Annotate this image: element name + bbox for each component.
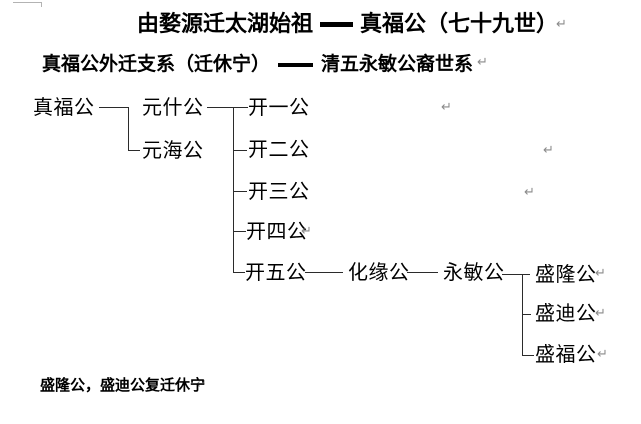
paragraph-mark: ↵ bbox=[543, 143, 554, 158]
connector-line bbox=[407, 272, 438, 273]
document-title: 由婺源迁太湖始祖 真福公（七十九世） bbox=[137, 11, 558, 37]
tree-node-yongmingong: 永敏公 bbox=[443, 262, 505, 284]
tree-node-yuanhaigong: 元海公 bbox=[142, 140, 204, 162]
tree-node-yuanshigong: 元什公 bbox=[142, 97, 204, 119]
paragraph-mark: ↵ bbox=[524, 185, 535, 200]
connector-line bbox=[305, 272, 343, 273]
tree-node-shengfugong: 盛福公 bbox=[535, 344, 597, 366]
connector-line bbox=[522, 355, 534, 356]
text-boundary-mark bbox=[13, 2, 42, 3]
paragraph-mark: ↵ bbox=[597, 347, 608, 362]
paragraph-mark: ↵ bbox=[441, 100, 452, 115]
connector-line bbox=[522, 274, 523, 356]
connector-line bbox=[128, 107, 129, 151]
tree-node-kaisigong: 开四公 bbox=[246, 221, 308, 243]
tree-node-kaisangong: 开三公 bbox=[248, 181, 310, 203]
connector-line bbox=[233, 231, 246, 232]
paragraph-mark: ↵ bbox=[477, 55, 488, 70]
connector-line bbox=[233, 150, 247, 151]
connector-line bbox=[233, 272, 245, 273]
tree-node-huayuangong: 化缘公 bbox=[348, 262, 410, 284]
text-boundary-mark bbox=[41, 2, 42, 7]
title-left-text: 由婺源迁太湖始祖 bbox=[137, 11, 314, 36]
tree-node-kaiwugong: 开五公 bbox=[245, 262, 307, 284]
connector-line bbox=[233, 191, 247, 192]
paragraph-mark: ↵ bbox=[595, 266, 606, 281]
connector-line bbox=[502, 274, 530, 275]
tree-node-zhenfugong: 真福公 bbox=[33, 97, 95, 119]
paragraph-mark: ↵ bbox=[196, 377, 207, 392]
footnote-text: 盛隆公，盛迪公复迁休宁 bbox=[40, 378, 206, 394]
paragraph-mark: ↵ bbox=[301, 224, 312, 239]
connector-line bbox=[233, 107, 234, 273]
connector-line bbox=[207, 107, 248, 108]
subtitle-right-text: 清五永敏公裔世系 bbox=[321, 54, 474, 75]
title-dash-rule bbox=[320, 21, 354, 27]
subtitle-dash-rule bbox=[278, 62, 314, 67]
document-subtitle: 真福公外迁支系（迁休宁） 清五永敏公裔世系 bbox=[42, 53, 473, 76]
connector-line bbox=[99, 107, 129, 108]
title-right-text: 真福公（七十九世） bbox=[360, 11, 559, 36]
paragraph-mark: ↵ bbox=[595, 306, 606, 321]
connector-line bbox=[522, 314, 531, 315]
tree-node-shenglonggong: 盛隆公 bbox=[535, 264, 597, 286]
tree-node-shengdigong: 盛迪公 bbox=[535, 303, 597, 325]
tree-node-kaiergong: 开二公 bbox=[248, 139, 310, 161]
paragraph-mark: ↵ bbox=[556, 17, 567, 32]
subtitle-left-text: 真福公外迁支系（迁休宁） bbox=[42, 54, 271, 75]
connector-line bbox=[128, 150, 140, 151]
tree-node-kaiyigong: 开一公 bbox=[248, 97, 310, 119]
